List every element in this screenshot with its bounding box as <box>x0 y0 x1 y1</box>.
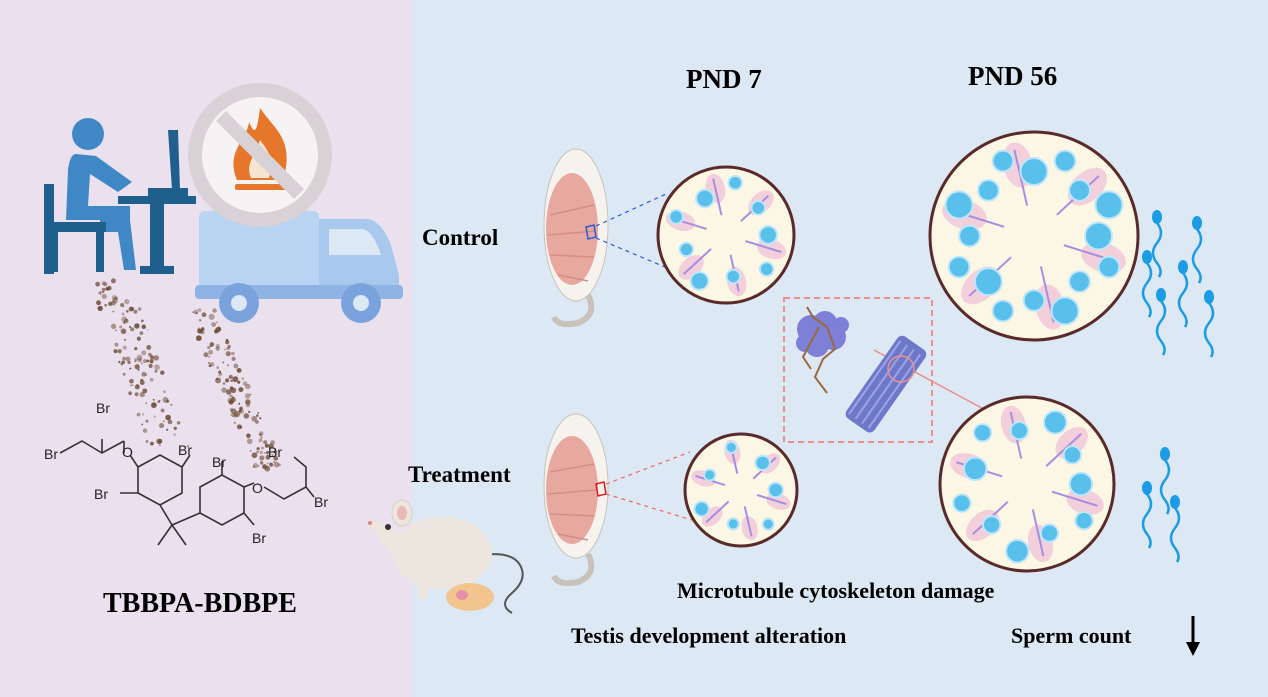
delivery-truck-icon <box>195 211 403 323</box>
spermatogonia-cell <box>1042 409 1068 435</box>
testis-alteration-label: Testis development alteration <box>571 623 847 648</box>
sperm-group-treatment <box>1141 447 1181 563</box>
atom-label: Br <box>96 400 110 416</box>
spermatogonia-cell <box>724 440 738 455</box>
sperm-cell <box>1141 250 1153 318</box>
atom-label: Br <box>212 454 226 470</box>
tubule-treatment-pnd7 <box>683 432 799 548</box>
atom-label: Br <box>94 486 108 502</box>
microtubule-damage-label: Microtubule cytoskeleton damage <box>677 578 995 603</box>
spermatogonia-cell <box>962 456 988 482</box>
spermatogonia-cell <box>981 515 1002 535</box>
spermatogonia-cell <box>754 454 771 472</box>
spermatogonia-cell <box>693 500 710 518</box>
spermatogonia-cell <box>761 517 775 531</box>
atom-label: Br <box>178 442 192 458</box>
spermatogonia-cell <box>1068 471 1094 497</box>
spermatogonia-cell <box>977 179 1000 202</box>
sperm-group-control <box>1141 210 1215 358</box>
spermatogonia-cell <box>727 174 744 191</box>
spermatogonia-cell <box>758 225 779 245</box>
spermatogonia-cell <box>973 267 1003 297</box>
spermatogonia-cell <box>1097 255 1121 279</box>
spermatogonia-cell <box>952 493 972 513</box>
tbbpa-bdbpe-structure: Br Br O Br Br Br O Br Br Br <box>44 400 328 546</box>
atom-label: Br <box>314 494 328 510</box>
spermatogonia-cell <box>1068 270 1091 293</box>
sperm-cell <box>1155 288 1167 356</box>
sperm-cell <box>1203 290 1215 358</box>
spermatogonia-cell <box>1074 510 1094 531</box>
spermatogonia-cell <box>972 423 993 443</box>
tubule-control-pnd56 <box>928 130 1140 342</box>
atom-label: Br <box>268 444 282 460</box>
tubule-treatment-pnd56 <box>938 395 1116 573</box>
spermatogonia-cell <box>1009 420 1030 441</box>
pnd56-header: PND 56 <box>968 61 1058 91</box>
spermatogonia-cell <box>947 255 971 279</box>
microtubule-inset <box>783 297 933 443</box>
spermatogonia-cell <box>1005 538 1030 564</box>
treatment-label: Treatment <box>408 462 511 487</box>
sperm-count-label: Sperm count <box>1011 623 1132 648</box>
down-arrow-icon <box>1186 616 1200 656</box>
sperm-cell <box>1159 447 1171 515</box>
spermatogonia-cell <box>1053 149 1077 173</box>
spermatogonia-cell <box>767 481 785 499</box>
control-label: Control <box>422 225 499 250</box>
spermatogonia-cell <box>1094 190 1124 220</box>
tubule-control-pnd7 <box>656 165 796 305</box>
spermatogonia-cell <box>678 241 695 258</box>
spermatogonia-cell <box>1062 445 1083 465</box>
pnd7-header: PND 7 <box>686 64 762 94</box>
spermatogonia-cell <box>758 261 775 277</box>
atom-label: O <box>252 480 263 496</box>
spermatogonia-cell <box>1050 296 1080 326</box>
spermatogonia-cell <box>991 299 1015 323</box>
control-testis <box>543 148 609 328</box>
spermatogonia-cell <box>695 188 715 209</box>
atom-label: Br <box>252 530 266 546</box>
spermatogonia-cell <box>668 209 684 225</box>
spermatogonia-cell <box>991 149 1015 173</box>
mouse-icon <box>368 499 524 614</box>
sperm-cell <box>1177 260 1189 328</box>
spermatogonia-cell <box>725 268 742 285</box>
spermatogonia-cell <box>726 517 740 531</box>
spermatogonia-cell <box>1039 523 1060 543</box>
spermatogonia-cell <box>1019 157 1049 187</box>
sperm-cell <box>1191 216 1203 284</box>
sperm-cell <box>1141 481 1153 549</box>
spermatogonia-cell <box>703 468 717 482</box>
worker-at-computer-icon <box>44 118 196 274</box>
spermatogonia-cell <box>1083 221 1113 251</box>
atom-label: O <box>122 444 133 460</box>
treatment-testis <box>543 413 609 587</box>
sperm-cell <box>1151 210 1163 278</box>
spermatogonia-cell <box>750 200 767 216</box>
spermatogonia-cell <box>1068 179 1091 202</box>
particles <box>95 278 281 472</box>
spermatogonia-cell <box>944 190 974 220</box>
spermatogonia-cell <box>1022 289 1046 312</box>
no-fire-icon <box>188 83 332 227</box>
spermatogonia-cell <box>689 271 710 291</box>
sperm-cell <box>1169 495 1181 563</box>
spermatogonia-cell <box>958 224 981 248</box>
compound-name: TBBPA-BDBPE <box>103 588 297 619</box>
atom-label: Br <box>44 446 58 462</box>
